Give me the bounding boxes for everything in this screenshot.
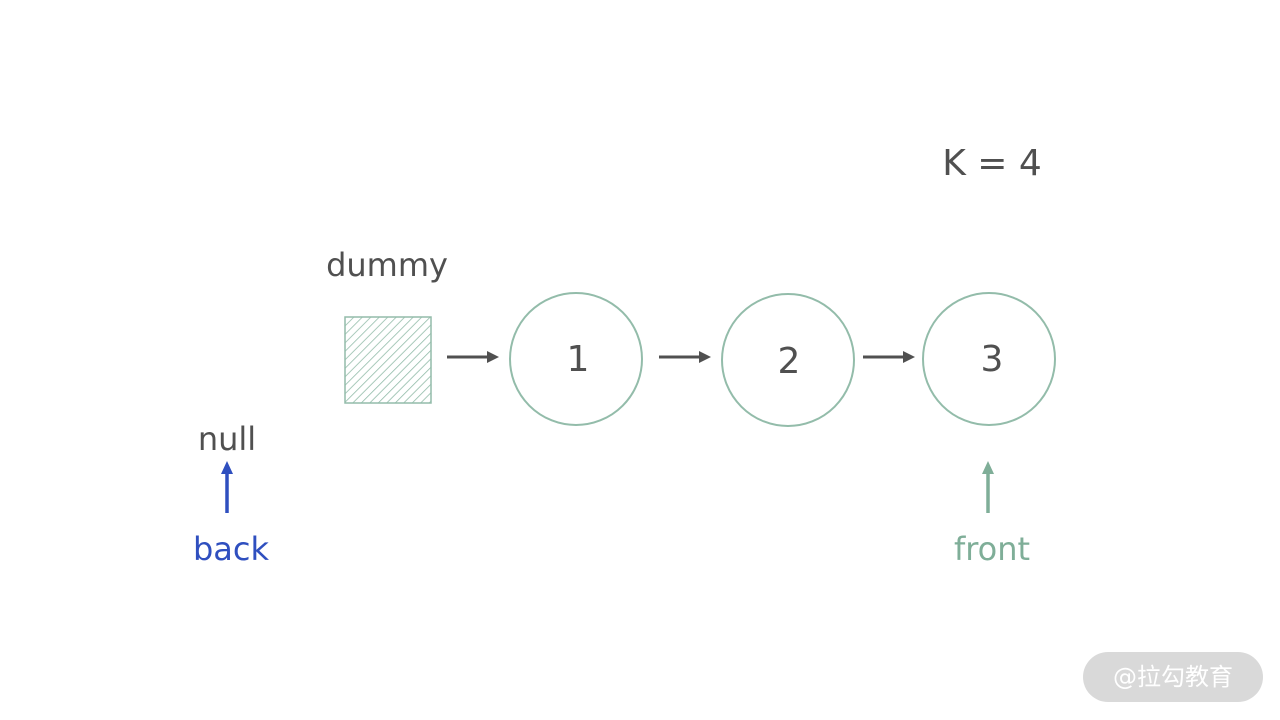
node-value-1: 1 bbox=[567, 339, 590, 380]
list-node-2: 2 bbox=[721, 293, 855, 427]
dummy-node bbox=[344, 316, 432, 404]
node-value-3: 3 bbox=[981, 339, 1004, 380]
k-label: K = 4 bbox=[942, 143, 1042, 184]
next-arrow-2-3 bbox=[863, 351, 915, 363]
dummy-label: dummy bbox=[326, 246, 448, 284]
list-node-3: 3 bbox=[922, 292, 1056, 426]
null-label: null bbox=[198, 420, 256, 458]
back-label: back bbox=[193, 530, 270, 568]
back-pointer-arrow bbox=[221, 461, 233, 513]
node-value-2: 2 bbox=[778, 341, 801, 382]
list-node-1: 1 bbox=[509, 292, 643, 426]
watermark-badge: @拉勾教育 bbox=[1083, 652, 1263, 702]
next-arrow-dummy-1 bbox=[447, 351, 499, 363]
front-label: front bbox=[954, 530, 1030, 568]
front-pointer-arrow bbox=[982, 461, 994, 513]
next-arrow-1-2 bbox=[659, 351, 711, 363]
